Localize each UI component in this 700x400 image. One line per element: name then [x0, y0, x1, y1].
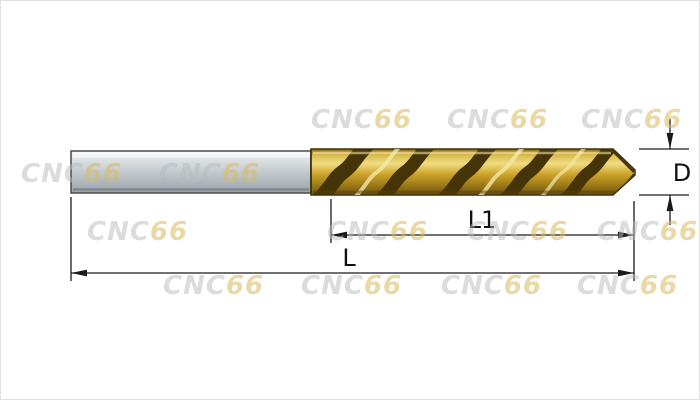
- drill-flute: [310, 148, 636, 196]
- dimension-flute-length: L1: [330, 199, 635, 281]
- overall-length-label: L: [342, 244, 356, 272]
- flute-length-label: L1: [468, 206, 497, 234]
- diameter-label: D: [673, 159, 691, 187]
- dimension-overall-length: L: [70, 197, 634, 281]
- dimension-diameter: D: [639, 119, 691, 225]
- drill-shank: [70, 150, 312, 194]
